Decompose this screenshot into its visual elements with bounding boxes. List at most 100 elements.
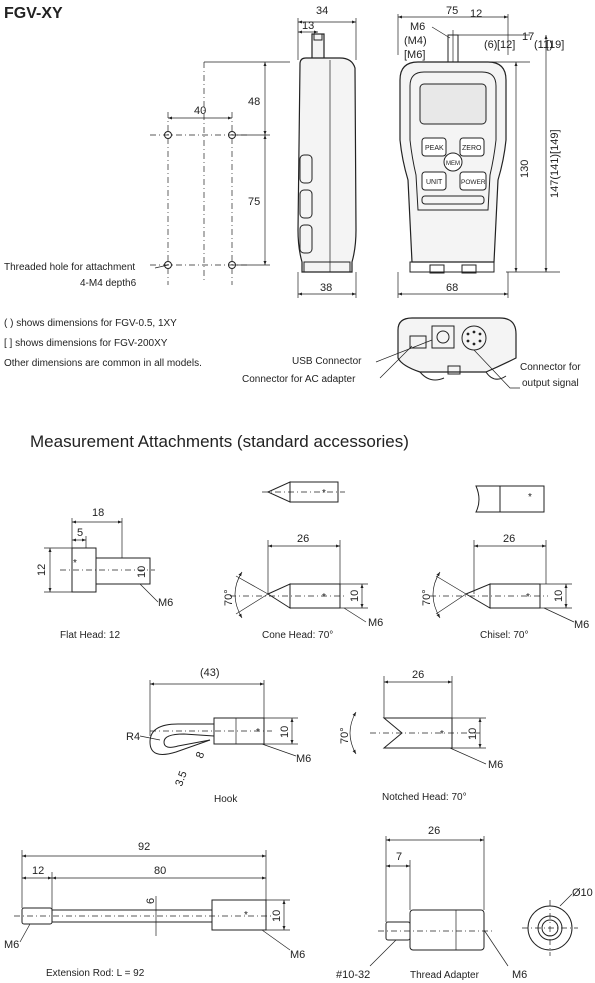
chisel-dim-26: 26 bbox=[503, 533, 515, 545]
hook-dim-8: 8 bbox=[194, 750, 207, 760]
device-bottom-view: USB Connector Connector for AC adapter C… bbox=[242, 317, 581, 389]
thread-adapter-caption: Thread Adapter bbox=[410, 970, 480, 981]
svg-text:*: * bbox=[256, 727, 260, 738]
chisel-caption: Chisel: 70° bbox=[480, 630, 528, 641]
dim-12-bracket: [12] bbox=[497, 39, 515, 51]
cone-m6: M6 bbox=[368, 617, 383, 629]
flat-dim-10: 10 bbox=[136, 566, 148, 578]
flat-dim-5: 5 bbox=[77, 527, 83, 539]
zero-button-label: ZERO bbox=[462, 145, 482, 152]
peak-button-label: PEAK bbox=[425, 145, 444, 152]
hook-caption: Hook bbox=[214, 794, 238, 805]
dim-12: 12 bbox=[470, 8, 482, 20]
adapter-m6: M6 bbox=[512, 969, 527, 981]
dim-19-bracket: [19] bbox=[546, 39, 564, 51]
note-bracket: [ ] shows dimensions for FGV-200XY bbox=[4, 338, 168, 349]
chisel-dim-10: 10 bbox=[553, 590, 565, 602]
cone-dim-10: 10 bbox=[349, 590, 361, 602]
svg-text:*: * bbox=[440, 729, 444, 740]
cone-head-attachment: * * 26 70° 10 M6 Cone Head: 70° bbox=[223, 481, 383, 641]
unit-button bbox=[421, 171, 447, 191]
dim-75-mount: 75 bbox=[248, 196, 260, 208]
flat-head-attachment: * 18 5 12 10 M6 Flat Head: 12 bbox=[36, 507, 173, 641]
ext-dim-80: 80 bbox=[154, 865, 166, 877]
notched-head-attachment: * 26 70° 10 M6 Notched Head: 70° bbox=[339, 669, 503, 803]
dim-75-width: 75 bbox=[446, 5, 458, 17]
svg-text:*: * bbox=[526, 592, 530, 603]
flat-m6: M6 bbox=[158, 597, 173, 609]
device-buttons: PEAK ZERO MEM UNIT POWER bbox=[421, 137, 487, 191]
hook-m6: M6 bbox=[296, 753, 311, 765]
svg-text:*: * bbox=[322, 488, 326, 499]
ext-dim-10: 10 bbox=[271, 910, 283, 922]
power-button bbox=[459, 171, 487, 191]
hook-attachment: * (43) R4 8 3.5 10 M6 Hook bbox=[126, 667, 311, 805]
unit-button-label: UNIT bbox=[426, 179, 443, 186]
model-title: FGV-XY bbox=[4, 5, 63, 22]
notched-m6: M6 bbox=[488, 759, 503, 771]
hook-r4: R4 bbox=[126, 731, 140, 743]
chisel-angle: 70° bbox=[421, 589, 433, 606]
dim-11-paren: (11) bbox=[534, 39, 553, 51]
usb-connector-label: USB Connector bbox=[292, 356, 362, 367]
output-connector-label-1: Connector for bbox=[520, 362, 581, 373]
extension-rod-caption: Extension Rod: L = 92 bbox=[46, 968, 145, 979]
extension-rod-attachment: * 92 12 80 6 10 M6 M6 Extension Rod: L =… bbox=[4, 841, 305, 979]
chisel-attachment: * * 26 70° 10 M6 Chisel: 70° bbox=[421, 485, 589, 641]
mounting-hole-pattern: 40 48 75 Threaded hole for attachment 4-… bbox=[4, 61, 290, 289]
section-title: Measurement Attachments (standard access… bbox=[30, 432, 409, 451]
notched-angle: 70° bbox=[339, 727, 351, 744]
adapter-thread-1032: #10-32 bbox=[336, 969, 370, 981]
chisel-m6: M6 bbox=[574, 619, 589, 631]
ext-dim-92: 92 bbox=[138, 841, 150, 853]
note-common: Other dimensions are common in all model… bbox=[4, 358, 202, 369]
flat-head-caption: Flat Head: 12 bbox=[60, 630, 120, 641]
peak-button bbox=[421, 137, 447, 157]
dim-38: 38 bbox=[320, 282, 332, 294]
mem-button-label: MEM bbox=[446, 161, 460, 167]
threaded-hole-label: Threaded hole for attachment bbox=[4, 262, 135, 273]
dim-34: 34 bbox=[316, 5, 328, 17]
ext-m6-left: M6 bbox=[4, 939, 19, 951]
thread-adapter-attachment: 26 7 #10-32 M6 Thread Adapter Ø10 bbox=[336, 825, 593, 981]
device-front-view: 75 M6 (M4) [M6] 12 (6) [12] 17 (11) [19]… bbox=[397, 5, 564, 298]
note-paren: ( ) shows dimensions for FGV-0.5, 1XY bbox=[4, 318, 177, 329]
output-connector-label-2: output signal bbox=[522, 378, 579, 389]
adapter-dim-7: 7 bbox=[396, 851, 402, 863]
threaded-hole-spec: 4-M4 depth6 bbox=[80, 278, 137, 289]
notched-dim-10: 10 bbox=[467, 728, 479, 740]
svg-text:*: * bbox=[244, 910, 248, 921]
ac-connector-label: Connector for AC adapter bbox=[242, 374, 356, 385]
flat-dim-12: 12 bbox=[36, 564, 48, 576]
notched-dim-26: 26 bbox=[412, 669, 424, 681]
notched-head-caption: Notched Head: 70° bbox=[382, 792, 467, 803]
dim-48: 48 bbox=[248, 96, 260, 108]
zero-button bbox=[459, 137, 485, 157]
ext-dim-6: 6 bbox=[145, 898, 157, 904]
dim-130: 130 bbox=[519, 160, 531, 178]
thread-m6-bracket: [M6] bbox=[404, 49, 425, 61]
cone-dim-26: 26 bbox=[297, 533, 309, 545]
cone-angle: 70° bbox=[223, 589, 235, 606]
dim-13: 13 bbox=[302, 20, 314, 32]
thread-m6: M6 bbox=[410, 21, 425, 33]
cone-head-caption: Cone Head: 70° bbox=[262, 630, 333, 641]
dim-147: 147(141)[149] bbox=[549, 130, 561, 199]
thread-m4: (M4) bbox=[404, 35, 427, 47]
ext-m6-right: M6 bbox=[290, 949, 305, 961]
dim-17: 17 bbox=[522, 31, 534, 43]
dim-68: 68 bbox=[446, 282, 458, 294]
dim-40: 40 bbox=[194, 105, 206, 117]
device-side-view: 34 13 38 bbox=[297, 5, 357, 298]
power-button-label: POWER bbox=[461, 179, 486, 186]
svg-text:*: * bbox=[322, 592, 326, 603]
dim-6-paren: (6) bbox=[484, 39, 497, 51]
svg-text:*: * bbox=[528, 492, 532, 503]
ext-dim-12: 12 bbox=[32, 865, 44, 877]
adapter-diameter: Ø10 bbox=[572, 887, 593, 899]
flat-dim-18: 18 bbox=[92, 507, 104, 519]
svg-text:*: * bbox=[73, 558, 77, 569]
mem-button bbox=[443, 152, 463, 172]
hook-dim-3-5: 3.5 bbox=[173, 770, 190, 788]
